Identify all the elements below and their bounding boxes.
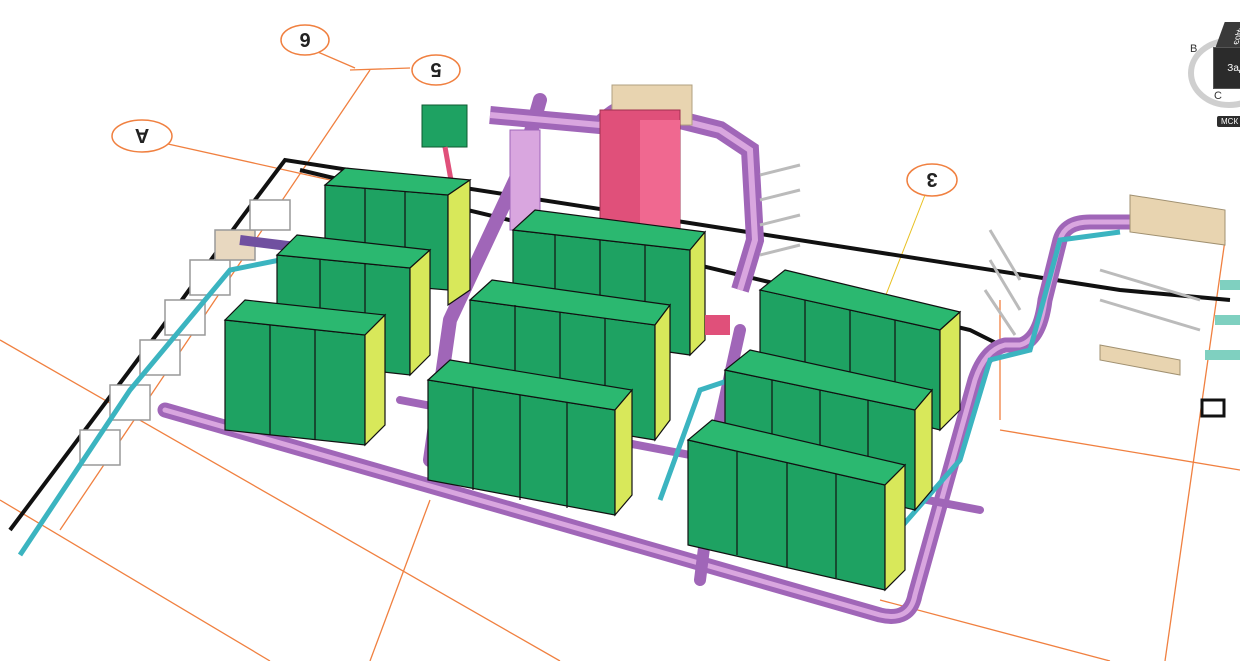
viewcube-back-face[interactable]: Зад: [1214, 48, 1240, 88]
viewcube-face-label: Зад: [1227, 62, 1240, 74]
grid-bubble-A: A: [111, 119, 173, 153]
equipment-group-3: [223, 299, 387, 447]
grid-bubble-A-label: A: [135, 124, 149, 146]
ucs-button[interactable]: МСК: [1217, 116, 1240, 127]
grid-bubble-5: 5: [411, 54, 461, 86]
grid-bubble-6: 6: [280, 24, 330, 56]
right-air-handler: [1099, 194, 1226, 418]
duct-hangers: [759, 163, 1201, 336]
grid-bubble-5-label: 5: [430, 58, 441, 80]
right-cyan-stubs: [1205, 280, 1240, 360]
grid-bubble-3: 3: [906, 163, 958, 197]
cyan-duct-right: [657, 229, 1121, 542]
grid-bubble-6-label: 6: [299, 28, 310, 50]
red-fitting: [705, 315, 730, 335]
grid-line-3-leader: [879, 194, 926, 311]
equipment-blocks: [223, 167, 962, 592]
cable-tray-left: [79, 199, 291, 466]
grid-lines: [0, 39, 1240, 661]
grid-bubble-3-label: 3: [926, 168, 937, 190]
equipment-group-9: [686, 419, 907, 592]
compass-west-label[interactable]: В: [1190, 43, 1198, 55]
compass-south-label[interactable]: С: [1214, 90, 1222, 102]
viewcube-top-label: xдоэ: [1231, 25, 1240, 45]
equipment-group-6: [426, 359, 634, 517]
viewcube[interactable]: xдоэ Зад В С МСК: [1184, 18, 1240, 133]
